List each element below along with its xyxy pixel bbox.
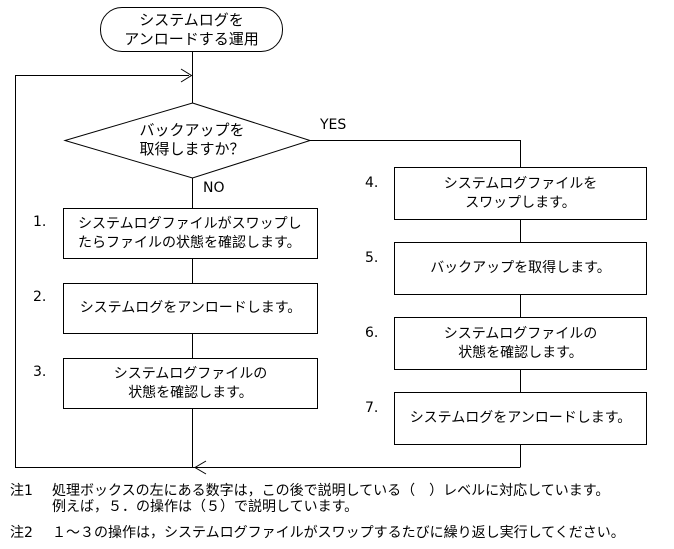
process-box-6-line2: 状態を確認します。 <box>458 344 583 361</box>
decision-line1: バックアップを <box>139 121 245 139</box>
line-loop-back <box>15 75 521 468</box>
process-box-1: システムログファイルがスワップし たらファイルの状態を確認します。 <box>63 208 318 259</box>
step-number-4: 4. <box>365 175 379 191</box>
process-box-1-line1: システムログファイルがスワップし <box>78 215 302 232</box>
process-box-4-line1: システムログファイルを <box>443 175 598 192</box>
yes-branch-label: YES <box>320 117 347 133</box>
process-box-6-line1: システムログファイルの <box>443 325 598 342</box>
process-box-4-line2: スワップします。 <box>465 194 576 211</box>
note-1-label: 注1 <box>10 483 33 499</box>
arrow-left-icon <box>194 460 207 475</box>
step-number-7: 7. <box>365 400 379 416</box>
note-1-text: 処理ボックスの左にある数字は，この後で説明している（ ）レベルに対応しています。 <box>52 483 610 499</box>
process-box-1-line2: たらファイルの状態を確認します。 <box>78 234 301 251</box>
line-yes-branch <box>310 140 521 167</box>
note-1-text-line2: 例えば，５．の操作は（５）で説明しています。 <box>52 499 359 515</box>
decision-label: バックアップを 取得しますか？ <box>102 121 282 159</box>
note-2-label: 注2 <box>10 525 33 541</box>
process-box-4: システムログファイルを スワップします。 <box>394 167 647 220</box>
no-branch-label: NO <box>203 180 225 196</box>
process-box-7: システムログをアンロードします。 <box>394 392 647 445</box>
process-box-6: システムログファイルの 状態を確認します。 <box>394 317 647 370</box>
start-terminal: システムログを アンロードする運用 <box>100 7 283 52</box>
step-number-6: 6. <box>365 325 379 341</box>
step-number-2: 2. <box>33 289 47 305</box>
note-2-row: 注2 １～３の操作は，システムログファイルがスワップするたびに繰り返し実行してくだ… <box>10 525 625 541</box>
process-box-5-line1: バックアップを取得します。 <box>430 260 611 276</box>
step-number-3: 3. <box>33 364 47 380</box>
process-box-5: バックアップを取得します。 <box>394 242 647 295</box>
arrow-right-icon <box>180 68 193 83</box>
process-box-3-line2: 状態を確認します。 <box>128 384 253 401</box>
note-2-text: １～３の操作は，システムログファイルがスワップするたびに繰り返し実行してください… <box>52 525 625 541</box>
process-box-3-line1: システムログファイルの <box>113 365 268 382</box>
step-number-5: 5. <box>365 250 379 266</box>
note-1-row: 注1 処理ボックスの左にある数字は，この後で説明している（ ）レベルに対応していま… <box>10 483 609 499</box>
decision-line2: 取得しますか？ <box>139 140 245 158</box>
process-box-2: システムログをアンロードします。 <box>63 283 318 334</box>
step-number-1: 1. <box>33 214 47 230</box>
process-box-3: システムログファイルの 状態を確認します。 <box>63 358 318 409</box>
start-terminal-line1: システムログを <box>139 10 244 29</box>
start-terminal-line2: アンロードする運用 <box>124 29 259 48</box>
process-box-7-line1: システムログをアンロードします。 <box>409 410 632 426</box>
process-box-2-line1: システムログをアンロードします。 <box>79 300 302 316</box>
